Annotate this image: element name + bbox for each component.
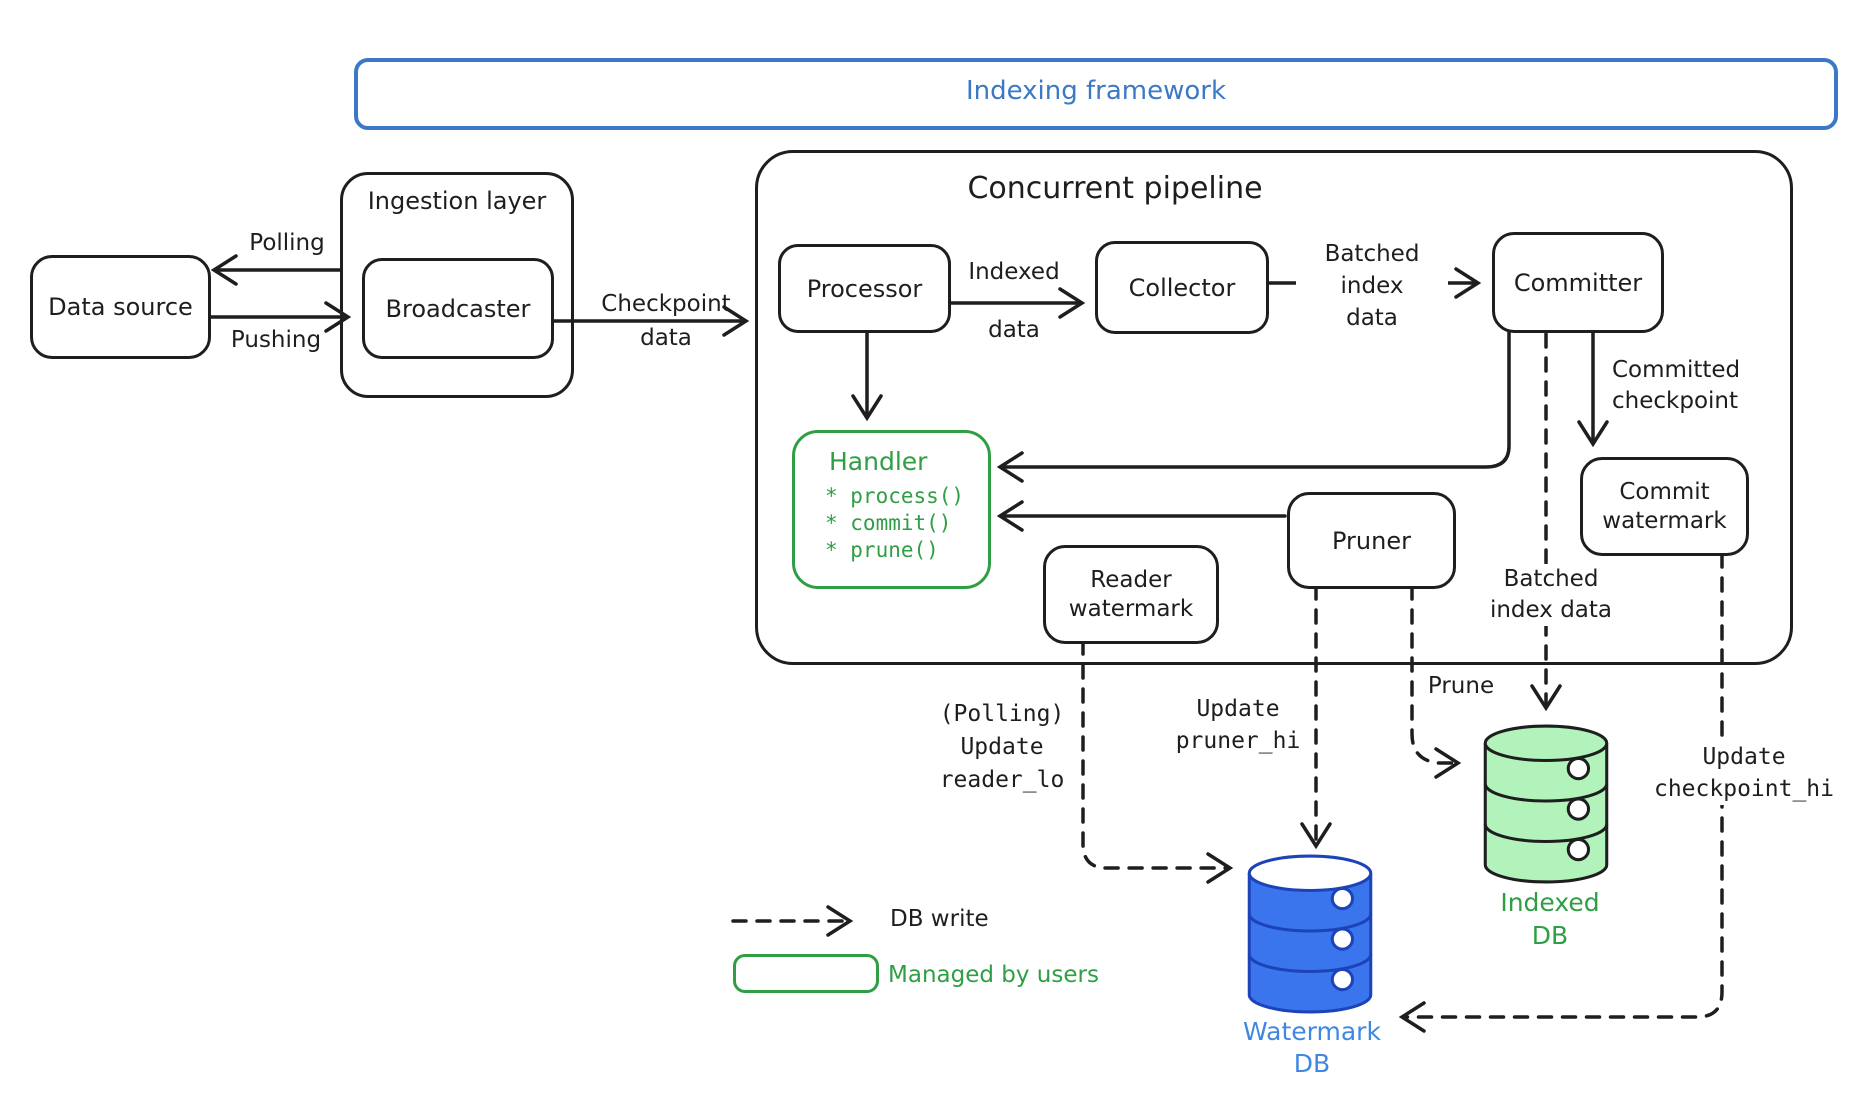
- node-commit-watermark: Commit watermark: [1580, 457, 1749, 556]
- legend-managed-box: [733, 954, 879, 993]
- handler-method-prune: * prune(): [825, 538, 939, 562]
- node-handler: Handler * process() * commit() * prune(): [792, 430, 991, 589]
- polling-label: Polling: [249, 230, 325, 256]
- watermark-db-cylinder: [1247, 854, 1373, 1014]
- indexed-db-label-line2: DB: [1531, 921, 1569, 950]
- indexed-data-label-line2: data: [988, 317, 1040, 343]
- update-checkpoint-hi-label: Update checkpoint_hi: [1644, 741, 1844, 805]
- concurrent-pipeline-title: Concurrent pipeline: [967, 171, 1263, 206]
- arrow-committer-to-handler: [996, 328, 1511, 483]
- handler-methods: * process() * commit() * prune(): [825, 483, 964, 564]
- commit-watermark-line2: watermark: [1602, 507, 1727, 534]
- reader-watermark-line2: watermark: [1068, 595, 1194, 622]
- update-pruner-hi-label: Update pruner_hi: [1175, 696, 1301, 754]
- collector-label: Collector: [1128, 273, 1236, 302]
- node-collector: Collector: [1095, 241, 1269, 334]
- handler-title: Handler: [829, 447, 928, 476]
- arrow-update-checkpoint-hi: [1398, 552, 1724, 1033]
- node-processor: Processor: [778, 244, 951, 333]
- committer-label: Committer: [1513, 268, 1643, 297]
- indexing-framework-banner: Indexing framework: [354, 58, 1838, 130]
- node-committer: Committer: [1492, 232, 1664, 333]
- watermark-db-label-line2: DB: [1293, 1049, 1331, 1078]
- committed-checkpoint-label: Committed checkpoint: [1612, 357, 1741, 414]
- batched-index-data-top-label: Batched index data: [1296, 238, 1448, 334]
- watermark-db-label-line1: Watermark: [1243, 1017, 1381, 1046]
- legend-managed-by-users-label: Managed by users: [888, 962, 1099, 988]
- update-reader-lo-label: (Polling) Update reader_lo: [939, 701, 1065, 793]
- processor-label: Processor: [806, 274, 923, 303]
- pruner-label: Pruner: [1332, 526, 1411, 555]
- arrow-update-reader-lo: [1081, 639, 1234, 884]
- node-reader-watermark: Reader watermark: [1043, 545, 1219, 644]
- legend-db-write-label: DB write: [890, 906, 989, 932]
- indexed-db-cylinder: [1483, 724, 1609, 884]
- prune-label: Prune: [1427, 673, 1495, 699]
- node-data-source: Data source: [30, 255, 211, 359]
- indexed-data-label-line1: Indexed: [968, 259, 1060, 285]
- indexed-db-label-line1: Indexed: [1500, 888, 1600, 917]
- checkpoint-data-label: Checkpoint data: [601, 291, 731, 351]
- ingestion-layer-label: Ingestion layer: [367, 187, 547, 215]
- handler-method-commit: * commit(): [825, 511, 952, 535]
- commit-watermark-line1: Commit: [1619, 478, 1710, 505]
- banner-title: Indexing framework: [965, 76, 1227, 106]
- data-source-label: Data source: [48, 293, 193, 321]
- arrow-prune: [1410, 584, 1462, 779]
- reader-watermark-line1: Reader: [1090, 566, 1172, 593]
- node-broadcaster: Broadcaster: [362, 258, 554, 359]
- broadcaster-label: Broadcaster: [385, 294, 531, 323]
- batched-index-data-bottom-label: Batched index data: [1466, 564, 1636, 626]
- node-pruner: Pruner: [1287, 492, 1456, 589]
- handler-method-process: * process(): [825, 484, 965, 508]
- pushing-label: Pushing: [230, 327, 322, 353]
